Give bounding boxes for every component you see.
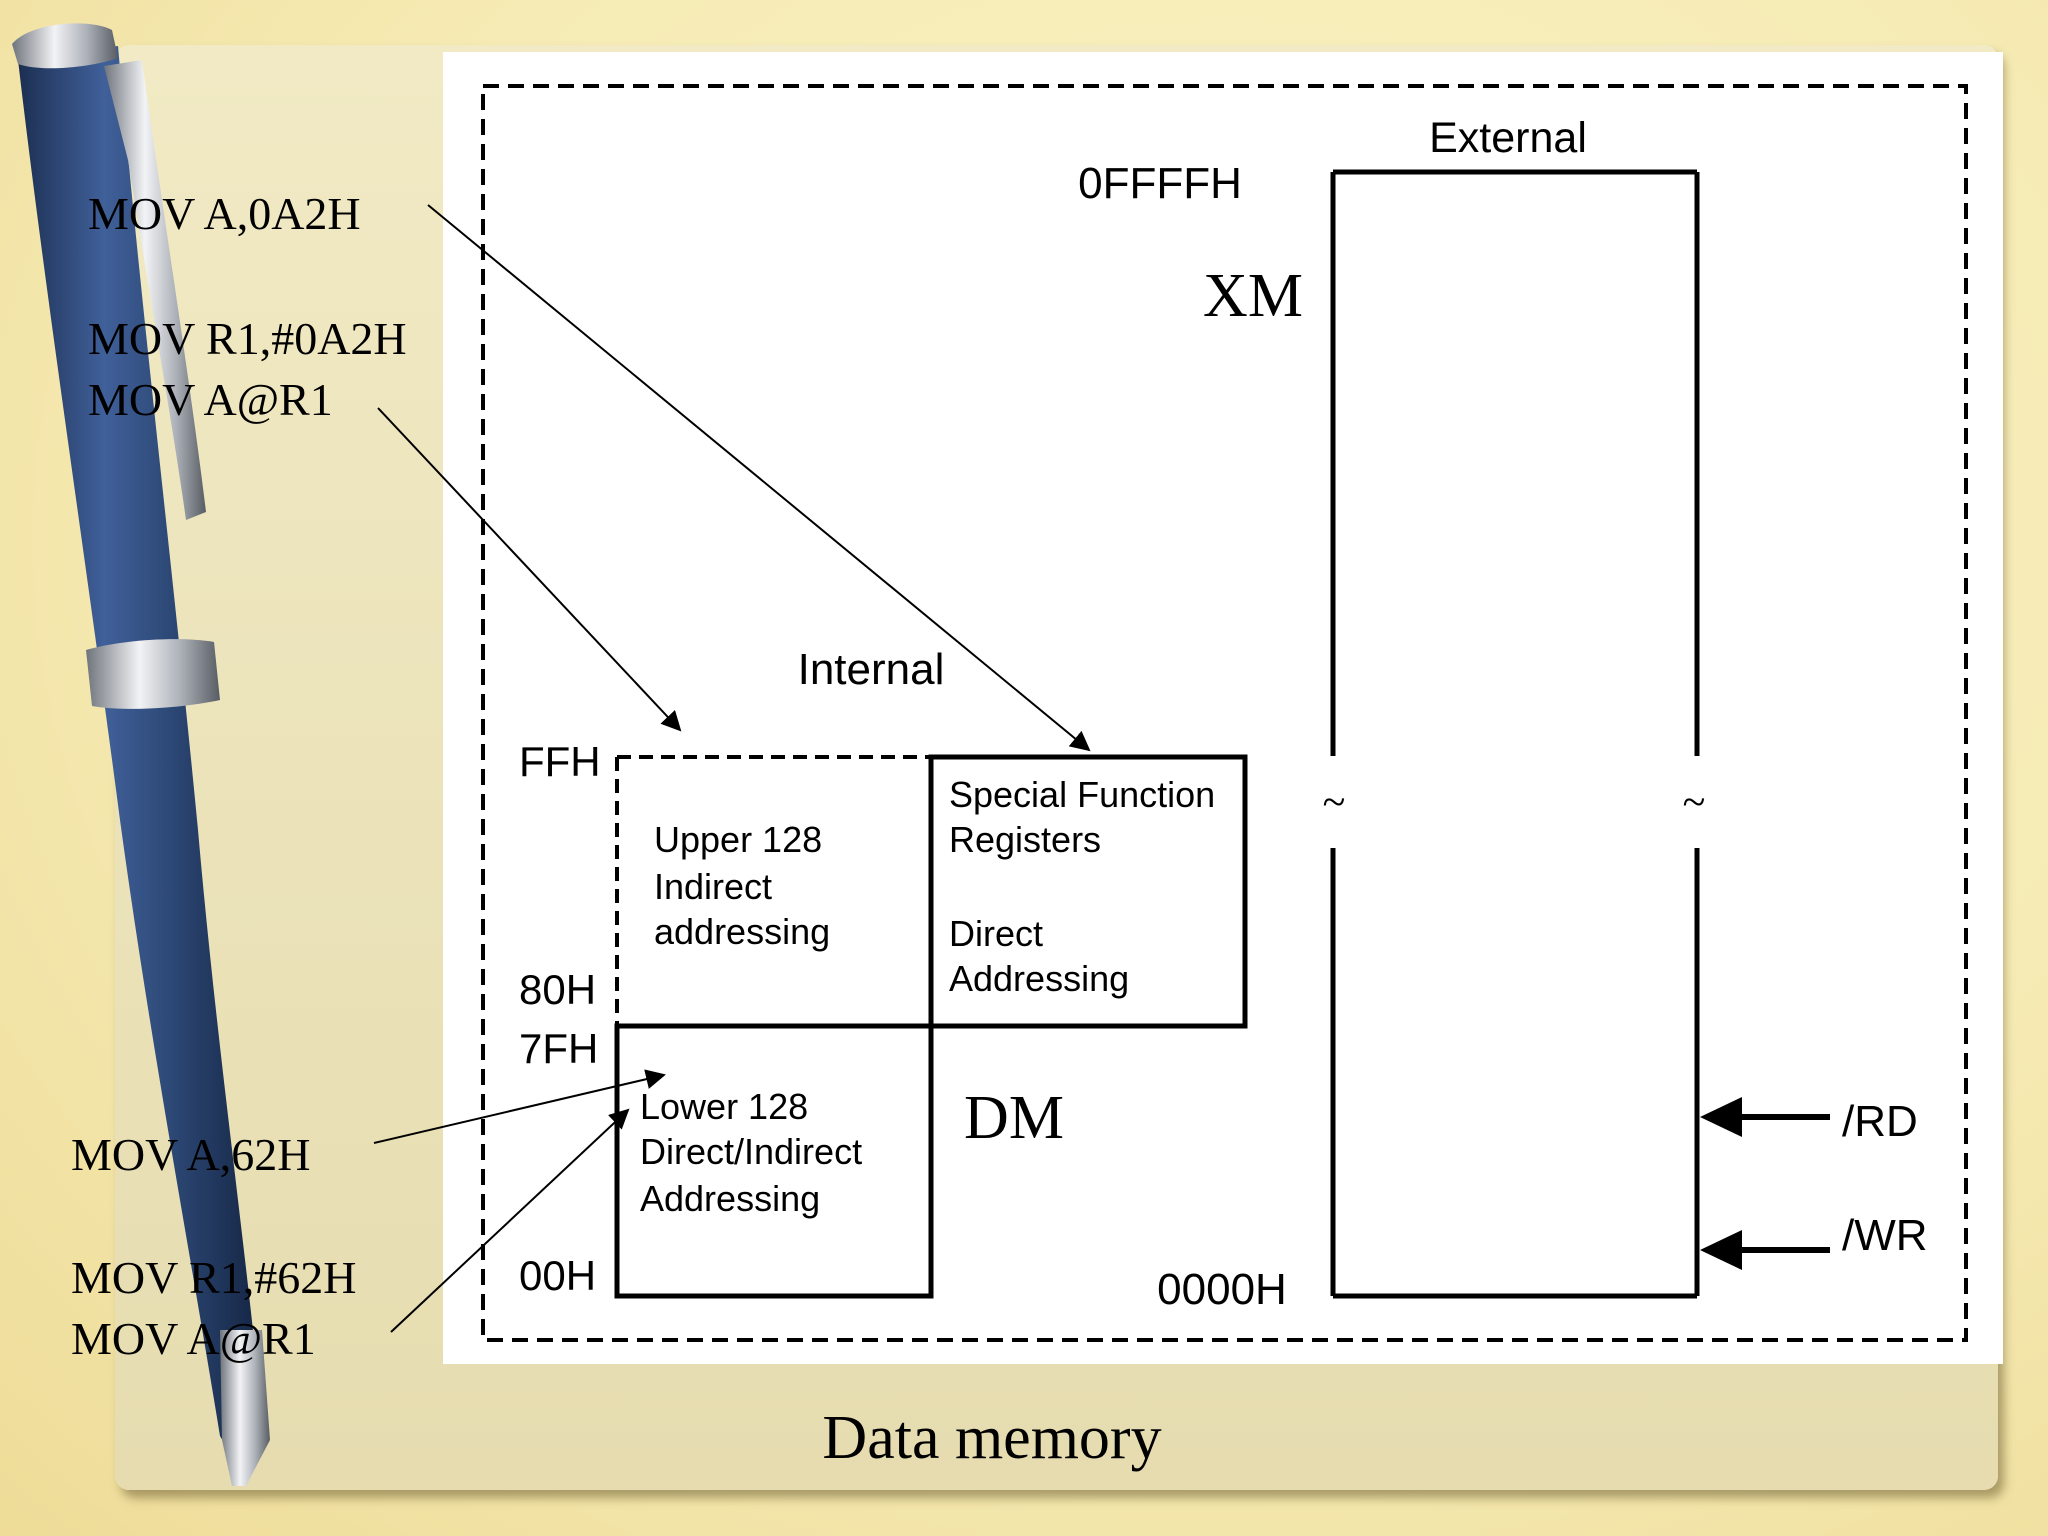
lower-128-line-2: Direct/Indirect [640, 1131, 862, 1172]
internal-heading: Internal [798, 645, 945, 694]
instruction-lower-indirect-2: MOV A@R1 [71, 1313, 316, 1364]
upper-128-line-2: Indirect [654, 866, 772, 907]
sfr-line-4: Addressing [949, 958, 1129, 999]
sfr-line-1: Special Function [949, 774, 1215, 815]
address-ffh: FFH [519, 738, 601, 785]
instruction-upper-indirect-1: MOV R1,#0A2H [88, 313, 407, 364]
lower-128-line-1: Lower 128 [640, 1086, 808, 1127]
rd-signal-arrow [1700, 1097, 1830, 1137]
arrow-lower-direct [373, 1069, 666, 1144]
upper-128-line-1: Upper 128 [654, 819, 822, 860]
arrow-sfr-direct [427, 204, 1091, 752]
address-00h: 00H [519, 1252, 596, 1299]
address-7fh: 7FH [519, 1025, 598, 1072]
upper-128-block [615, 755, 931, 1026]
instruction-sfr-direct: MOV A,0A2H [88, 188, 361, 239]
instruction-lower-indirect-1: MOV R1,#62H [71, 1252, 356, 1303]
sfr-line-3: Direct [949, 913, 1043, 954]
lower-128-line-3: Addressing [640, 1178, 820, 1219]
sfr-line-2: Registers [949, 819, 1101, 860]
arrow-upper-indirect [377, 407, 682, 732]
internal-label-dm: DM [964, 1084, 1064, 1152]
wr-signal-label: /WR [1842, 1211, 1928, 1260]
external-top-address: 0FFFFH [1078, 159, 1242, 208]
address-80h: 80H [519, 966, 596, 1013]
slide-caption: Data memory [822, 1404, 1161, 1472]
external-break-right: ~ [1683, 780, 1706, 826]
instruction-upper-indirect-2: MOV A@R1 [88, 374, 333, 425]
instruction-lower-direct: MOV A,62H [71, 1129, 310, 1180]
outer-dashed-frame [481, 84, 1968, 1342]
lower-128-block [614, 1023, 934, 1299]
upper-128-line-3: addressing [654, 911, 830, 952]
external-break-left: ~ [1323, 780, 1346, 826]
wr-signal-arrow [1700, 1230, 1830, 1270]
external-memory-box [1330, 169, 1700, 1299]
external-label-xm: XM [1203, 262, 1303, 330]
sfr-block [928, 754, 1248, 1029]
external-bottom-address: 0000H [1157, 1265, 1287, 1314]
pen-icon [12, 23, 270, 1486]
external-heading: External [1429, 114, 1587, 162]
rd-signal-label: /RD [1842, 1097, 1918, 1146]
arrow-lower-indirect [390, 1108, 630, 1333]
diagram-panel [443, 52, 2003, 1364]
